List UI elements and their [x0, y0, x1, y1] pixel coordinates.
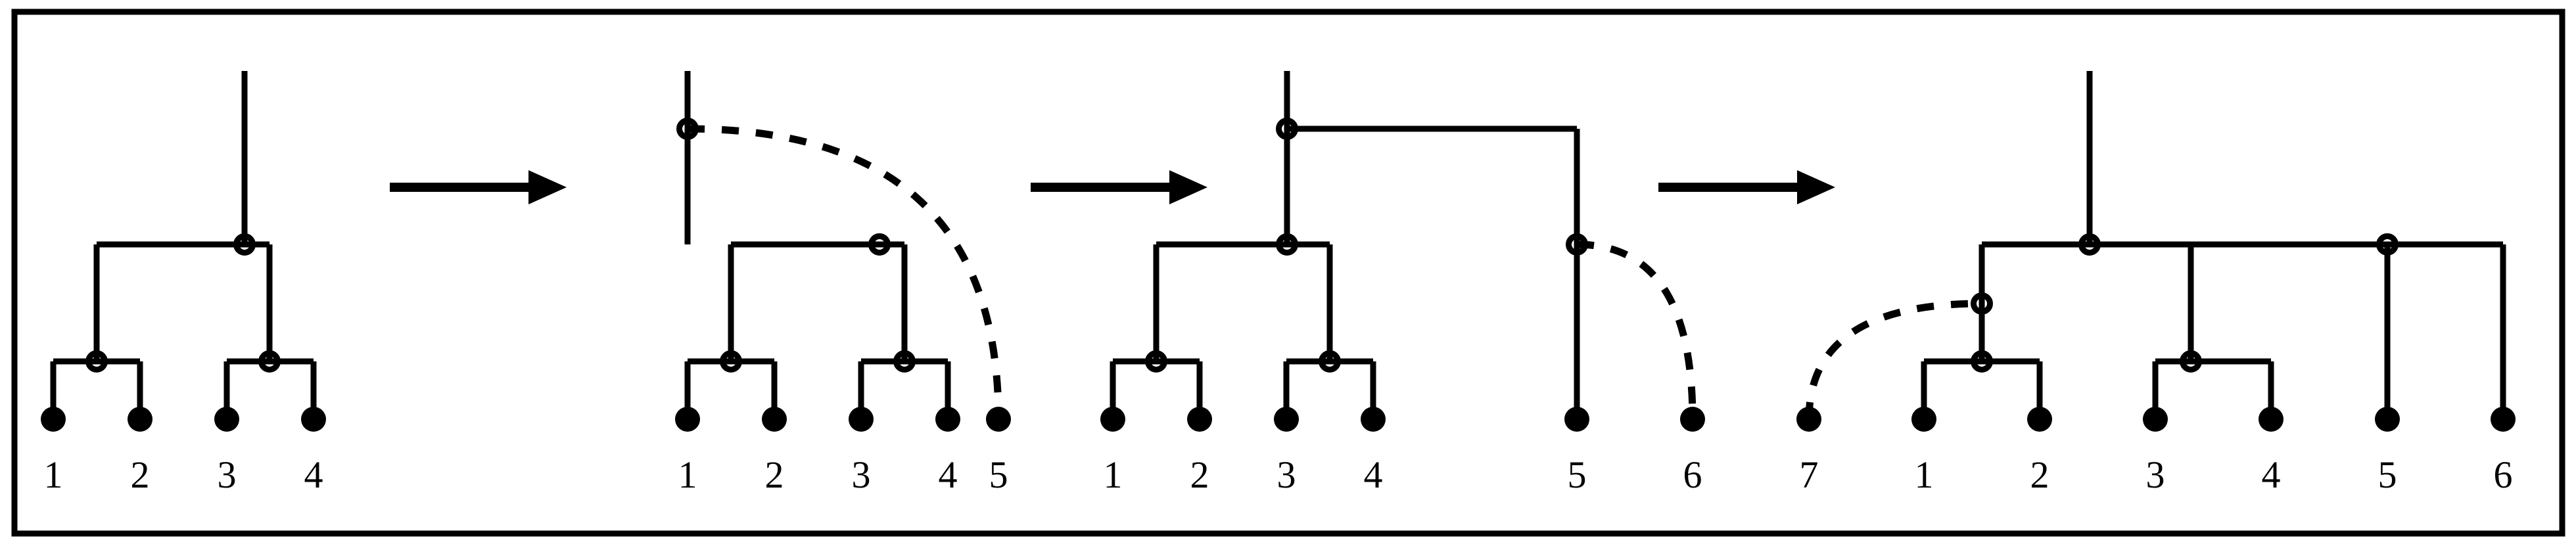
- panel-4-leaf-label-6: 6: [2494, 453, 2513, 496]
- panel-2-node-1234: [868, 233, 891, 256]
- panel-1-leaf-dot-4: [301, 407, 326, 432]
- panel-4-leaf-dot-6: [2491, 407, 2516, 432]
- panel-3-leaf-label-4: 4: [1364, 453, 1383, 496]
- panel-4-leaf-label-2: 2: [2030, 453, 2049, 496]
- panel-3-leaf-label-3: 3: [1277, 453, 1296, 496]
- panel-1-leaf-label-3: 3: [218, 453, 237, 496]
- panel-2-leaf-label-5: 5: [989, 453, 1008, 496]
- panel-4-leaf-label-1: 1: [1915, 453, 1934, 496]
- panel-1-node-12: [85, 350, 108, 373]
- panel-2-leaf-dot-5: [986, 407, 1011, 432]
- panel-3-leaf-dot-6: [1680, 407, 1705, 432]
- arrow-3-head: [1797, 170, 1835, 204]
- panel-2-leaf-dot-3: [849, 407, 874, 432]
- panel-2-leaf-dot-4: [935, 407, 960, 432]
- panel-4-node-12: [1971, 350, 1993, 373]
- figure-border: [11, 9, 2565, 537]
- panel-3-leaf-label-2: 2: [1190, 453, 1209, 496]
- panel-4-leaf-label-7: 7: [1800, 453, 1819, 496]
- panel-4-leaf-label-4: 4: [2262, 453, 2281, 496]
- panel-4-leaf-dot-5: [2375, 407, 2400, 432]
- panel-4-leaf-dot-1: [1911, 407, 1936, 432]
- panel-4-leaf-label-5: 5: [2378, 453, 2397, 496]
- panel-3-node-12: [1145, 350, 1167, 373]
- panel-3-node-1234: [1276, 233, 1298, 256]
- panel-1-leaf-label-4: 4: [304, 453, 323, 496]
- arrow-1-head: [528, 170, 567, 204]
- panel-4-leaf-label-3: 3: [2146, 453, 2165, 496]
- panel-4-leaf-dot-7: [1796, 407, 1821, 432]
- panel-3-node-34: [1319, 350, 1341, 373]
- arrow-2-head: [1169, 170, 1207, 204]
- panel-3-dashed-edge-to-leaf-6: [1576, 240, 1697, 420]
- panel-4-leaf-dot-3: [2143, 407, 2168, 432]
- panel-2-dashed-edge-to-leaf-5: [687, 125, 1002, 420]
- panel-4-node-34: [2180, 350, 2202, 373]
- panel-3-leaf-dot-5: [1564, 407, 1589, 432]
- panel-2-node-34: [893, 350, 916, 373]
- panel-1-leaf-label-1: 1: [44, 453, 63, 496]
- panel-2-leaf-label-4: 4: [939, 453, 958, 496]
- panel-1-node-root: [233, 233, 256, 256]
- panel-2-node-new: [676, 118, 699, 140]
- panel-2-leaf-dot-1: [675, 407, 700, 432]
- panel-4-node-insert: [1971, 292, 1993, 315]
- panel-3-leaf-dot-1: [1100, 407, 1125, 432]
- panel-4-leaf-dot-2: [2027, 407, 2052, 432]
- panel-3-leaf-label-6: 6: [1683, 453, 1702, 496]
- panel-1-leaf-dot-1: [41, 407, 66, 432]
- panel-3-node-top: [1276, 118, 1298, 140]
- panel-4-leaf-dot-4: [2259, 407, 2283, 432]
- panel-4-node-56: [2376, 233, 2399, 256]
- panel-4-node-1234: [2078, 233, 2101, 256]
- panel-1-leaf-label-2: 2: [131, 453, 150, 496]
- panel-2-leaf-label-1: 1: [678, 453, 697, 496]
- panel-1-leaf-dot-2: [128, 407, 152, 432]
- panel-3-node-new: [1566, 233, 1588, 256]
- panel-2-leaf-dot-2: [762, 407, 787, 432]
- panel-3-leaf-dot-3: [1274, 407, 1299, 432]
- panel-2-leaf-label-3: 3: [852, 453, 871, 496]
- panel-1-leaf-dot-3: [214, 407, 239, 432]
- panel-2-leaf-label-2: 2: [765, 453, 784, 496]
- panel-2-node-12: [720, 350, 742, 373]
- panel-3-leaf-label-5: 5: [1568, 453, 1587, 496]
- panel-3-leaf-dot-2: [1187, 407, 1212, 432]
- panel-3-leaf-dot-4: [1361, 407, 1386, 432]
- panel-1-node-34: [258, 350, 281, 373]
- panel-3-leaf-label-1: 1: [1104, 453, 1123, 496]
